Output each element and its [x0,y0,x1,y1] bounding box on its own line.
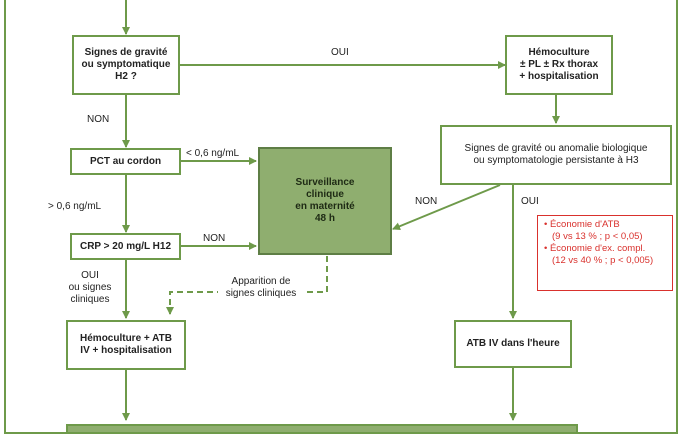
result-line2: (9 vs 13 % ; p < 0,05) [552,231,643,242]
apparition-line2: signes cliniques [225,288,297,299]
hemoculture-top-line2: ± PL ± Rx thorax [519,59,599,70]
oui-signes-line3: cliniques [70,294,110,305]
signes-anomalie-line1: Signes de gravité ou anomalie biologique [464,143,648,154]
signes-gravite-line1: Signes de gravité [84,47,168,58]
result-line3: • Économie d'ex. compl. [544,243,646,254]
atb-iv-label: ATB IV dans l'heure [466,338,560,349]
label-oui-right: OUI [521,196,539,207]
pct-label: PCT au cordon [89,155,162,167]
signes-anomalie-line2: ou symptomatologie persistante à H3 [473,155,639,166]
hemoculture-atb-line1: Hémoculture + ATB [80,333,172,344]
atb-iv-box: ATB IV dans l'heure [454,320,572,368]
label-apparition: Apparition de signes cliniques [218,276,304,300]
hemoculture-atb-box: Hémoculture + ATB IV + hospitalisation [66,320,186,370]
signes-gravite-line3: H2 ? [115,71,137,82]
hemoculture-top-line1: Hémoculture [528,47,590,58]
result-line4: (12 vs 40 % ; p < 0,005) [552,255,654,266]
hemoculture-top-box: Hémoculture ± PL ± Rx thorax + hospitali… [505,35,613,95]
signes-gravite-box: Signes de gravité ou symptomatique H2 ? [72,35,180,95]
bottom-box [66,424,578,434]
oui-signes-line2: ou signes [68,282,112,293]
label-non-right: NON [415,196,438,207]
surveillance-line4: 48 h [314,213,335,224]
crp-label: CRP > 20 mg/L H12 [79,240,172,252]
arrow-non-surveillance [392,184,501,231]
surveillance-line1: Surveillance [295,177,355,188]
label-non-crp: NON [203,233,226,244]
label-oui-top: OUI [331,47,349,58]
label-oui-signes: OUI ou signes cliniques [60,270,120,306]
pct-box: PCT au cordon [70,148,181,175]
label-lt-pct: < 0,6 ng/mL [186,148,240,159]
surveillance-box: Surveillance clinique en maternité 48 h [258,147,392,255]
apparition-line1: Apparition de [231,276,291,287]
oui-signes-line1: OUI [81,270,99,281]
hemoculture-top-line3: + hospitalisation [519,71,599,82]
results-box: • Économie d'ATB (9 vs 13 % ; p < 0,05) … [537,215,673,291]
signes-anomalie-box: Signes de gravité ou anomalie biologique… [440,125,672,185]
label-non-left: NON [87,114,110,125]
label-gt-pct: > 0,6 ng/mL [48,201,102,212]
result-line1: • Économie d'ATB [544,219,620,230]
surveillance-line2: clinique [306,189,344,200]
signes-gravite-line2: ou symptomatique [81,59,171,70]
surveillance-line3: en maternité [295,201,355,212]
hemoculture-atb-line2: IV + hospitalisation [80,345,172,356]
crp-box: CRP > 20 mg/L H12 [70,233,181,260]
